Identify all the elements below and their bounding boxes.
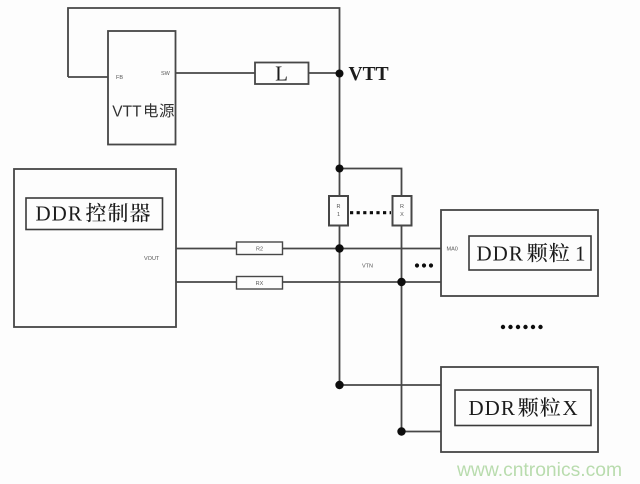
- svg-text:DDR: DDR: [469, 396, 516, 420]
- svg-text:R2: R2: [256, 247, 263, 253]
- svg-text:L: L: [275, 62, 288, 86]
- svg-text:SW: SW: [161, 71, 171, 77]
- svg-text:VTT: VTT: [112, 103, 142, 120]
- svg-text:FB: FB: [116, 75, 123, 81]
- svg-text:www.cntronics.com: www.cntronics.com: [456, 460, 622, 481]
- svg-text:VTN: VTN: [362, 264, 373, 270]
- svg-text:1: 1: [337, 212, 340, 218]
- svg-text:DDR: DDR: [477, 242, 524, 266]
- svg-text:RX: RX: [256, 281, 264, 287]
- svg-text:X: X: [563, 396, 578, 420]
- svg-text:R: R: [337, 204, 341, 210]
- svg-text:R: R: [400, 204, 404, 210]
- svg-text:DDR: DDR: [36, 202, 83, 226]
- svg-text:VOUT: VOUT: [144, 256, 160, 262]
- svg-text:VTT: VTT: [349, 64, 389, 85]
- svg-text:X: X: [400, 212, 404, 218]
- svg-text:MA0: MA0: [447, 247, 458, 253]
- svg-text:1: 1: [575, 242, 586, 266]
